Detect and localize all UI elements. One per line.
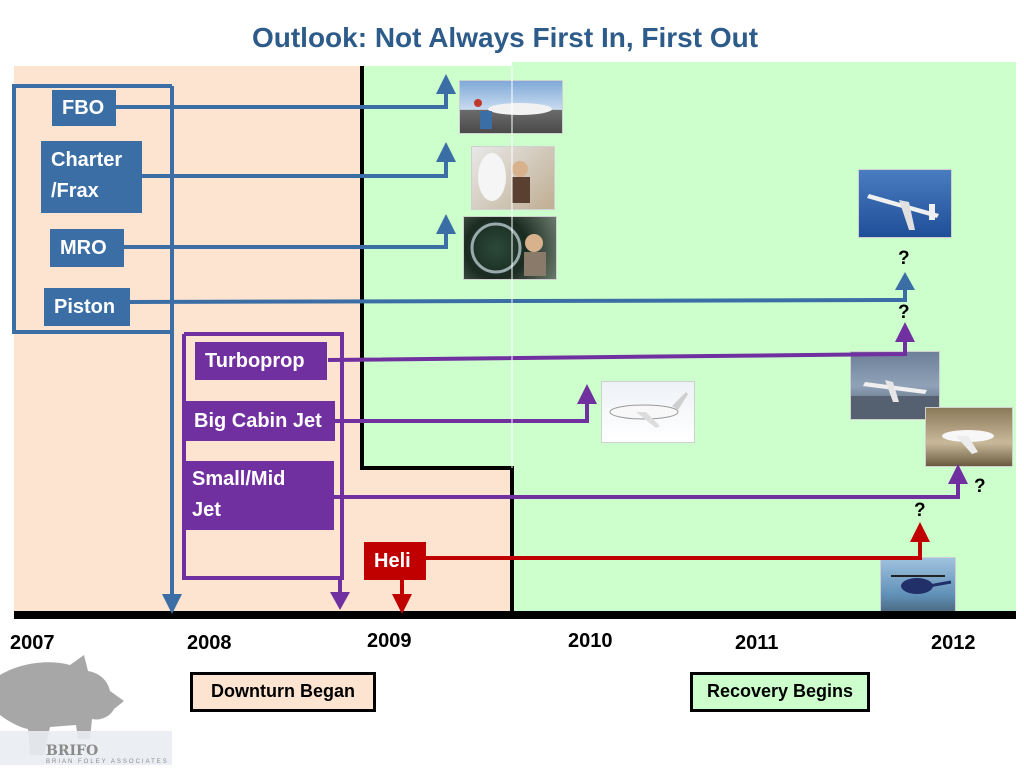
fbo-photo [459, 80, 563, 134]
blue-group-bracket [12, 84, 172, 334]
crew-icon [478, 153, 530, 203]
charter-photo [471, 146, 555, 210]
piston-photo [858, 169, 952, 238]
timeline-axis [14, 611, 1016, 619]
question-mark-turboprop: ? [898, 302, 910, 323]
mro-box: MRO [50, 229, 124, 267]
fbo-arrow [114, 92, 448, 109]
brand-subtitle: BRIAN FOLEY ASSOCIATES [46, 759, 169, 765]
heli-box: Heli [364, 542, 426, 580]
purple-down-arrow [330, 592, 350, 610]
piston-plane-icon [867, 194, 939, 230]
blue-down-arrow [162, 594, 182, 614]
charter-label-line1: Charter [51, 149, 123, 171]
big-cabin-arrow [334, 402, 589, 423]
downturn-label: Downturn Began [190, 672, 376, 712]
big-cabin-box: Big Cabin Jet [184, 401, 335, 441]
heli-arrow [426, 540, 922, 560]
piston-box: Piston [44, 288, 130, 326]
big-cabin-label: Big Cabin Jet [194, 410, 322, 432]
question-mark-small-mid: ? [974, 476, 986, 497]
turboprop-plane-icon [851, 380, 939, 419]
year-2008: 2008 [187, 632, 232, 654]
year-2010: 2010 [568, 630, 613, 652]
charter-box: Charter /Frax [41, 141, 142, 213]
recovery-zone [512, 62, 1016, 614]
small-jet-icon [942, 430, 994, 454]
brand-name: BRIFO [46, 743, 99, 759]
heli-label: Heli [374, 550, 411, 572]
question-mark-piston: ? [898, 248, 910, 269]
small-mid-arrow [334, 482, 960, 499]
rhino-logo [0, 655, 172, 765]
year-2011: 2011 [735, 632, 779, 654]
jet-icon [474, 99, 552, 129]
year-2012: 2012 [931, 632, 976, 654]
question-mark-heli: ? [914, 500, 926, 521]
year-2009: 2009 [367, 630, 412, 652]
small-mid-box: Small/Mid Jet [182, 461, 334, 530]
turboprop-arrow [327, 340, 907, 362]
recovery-label: Recovery Begins [690, 672, 870, 712]
page-title: Outlook: Not Always First In, First Out [251, 22, 759, 53]
mro-label: MRO [60, 237, 107, 259]
big-cabin-photo [601, 381, 695, 443]
red-down-arrow [392, 594, 412, 614]
piston-label: Piston [54, 296, 116, 318]
year-2007: 2007 [10, 632, 55, 654]
engine-icon [470, 222, 546, 276]
big-cabin-jet-icon [609, 392, 688, 428]
piston-arrow [127, 288, 907, 304]
fbo-box: FBO [52, 90, 116, 126]
fbo-label: FBO [62, 97, 105, 119]
charter-arrow [140, 160, 448, 178]
helicopter-icon [891, 575, 952, 594]
small-mid-jet-photo [925, 407, 1013, 467]
divider-line [360, 66, 514, 614]
turboprop-photo [850, 351, 940, 420]
turboprop-label: Turboprop [205, 350, 305, 372]
small-mid-label-line2: Jet [192, 499, 221, 521]
turboprop-box: Turboprop [195, 342, 327, 380]
small-mid-label-line1: Small/Mid [192, 468, 286, 490]
mro-arrow [122, 232, 448, 249]
downturn-zone-2009 [362, 468, 514, 614]
charter-label-line2: /Frax [51, 180, 99, 202]
mro-photo [463, 216, 557, 280]
